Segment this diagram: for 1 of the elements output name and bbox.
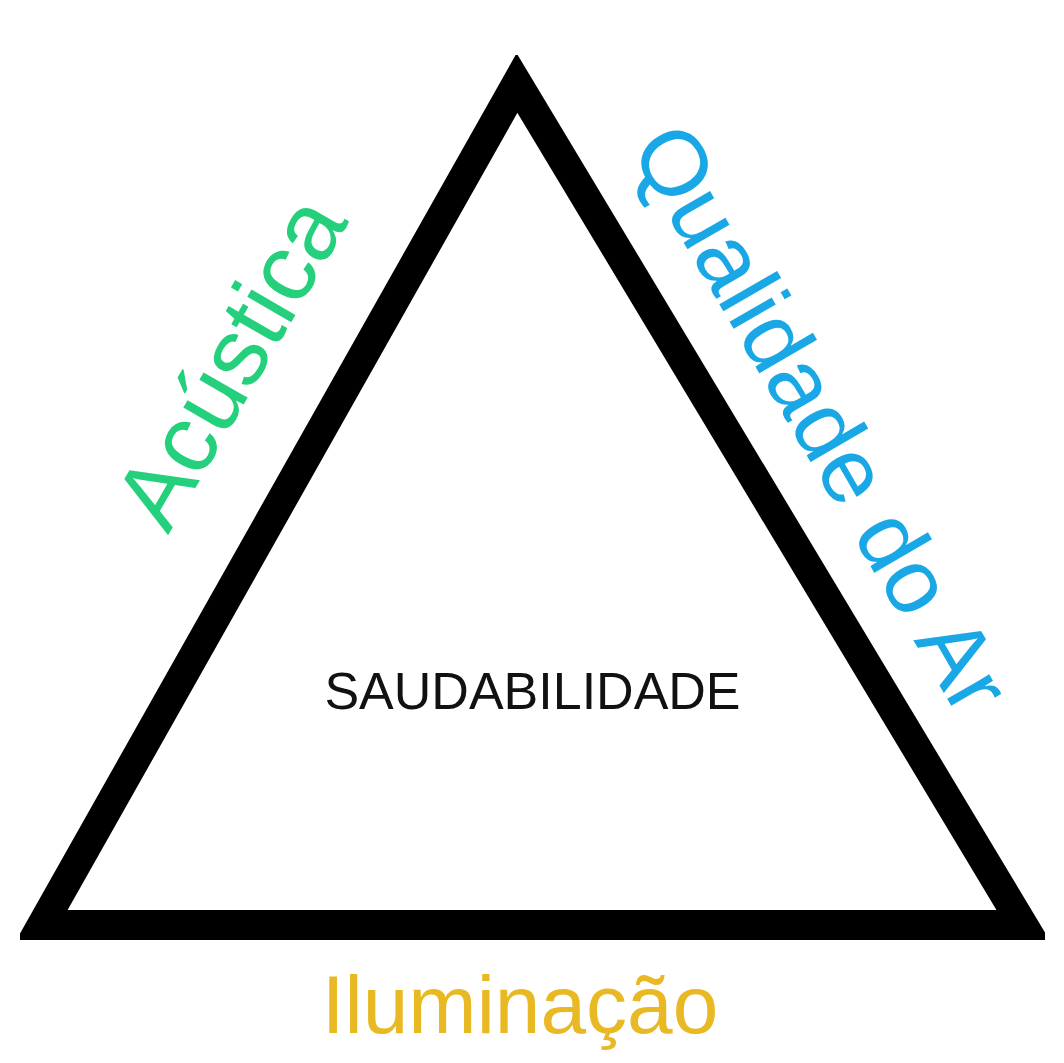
center-label: SAUDABILIDADE xyxy=(324,665,741,717)
